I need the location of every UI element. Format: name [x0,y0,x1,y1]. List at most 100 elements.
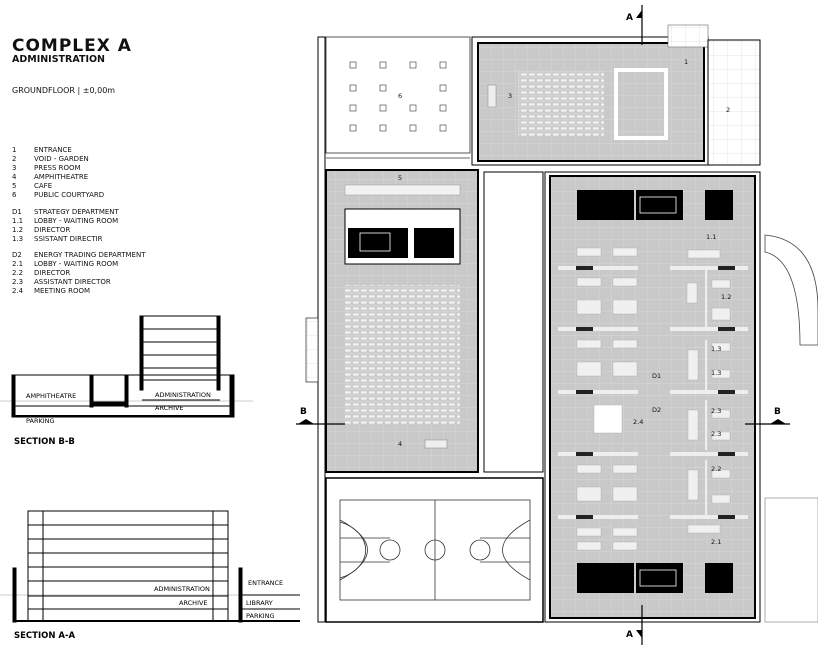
legend-label: SSISTANT DIRECTIR [34,235,103,243]
drawing-subtitle: ADMINISTRATION [12,54,106,65]
legend-item: 1.2 DIRECTOR [12,226,119,235]
section-mark-label: A [626,13,633,23]
section-mark-label: B [774,407,781,417]
room-label-2-3b: 2.3 [711,430,721,438]
floor-plan [305,24,818,623]
legend-key: 1.1 [12,217,24,225]
section-aa-title: SECTION A-A [14,631,76,641]
legend-item: 2.2 DIRECTOR [12,269,146,278]
amphitheatre-seating [345,285,460,425]
legend-key: 6 [12,191,17,199]
legend-key: D1 [12,208,22,216]
legend-item: 5 CAFE [12,182,104,191]
legend-general: 1 ENTRANCE 2 VOID - GARDEN 3 PRESS ROOM 4 AM… [12,146,104,200]
legend-key: 1 [12,146,17,154]
section-aa-label-parking: PARKING [246,612,275,620]
legend-label: LOBBY - WAITING ROOM [34,260,119,268]
section-bb-title: SECTION B-B [14,437,75,447]
room-label-void: 2 [726,106,730,114]
room-label-press: 3 [508,92,512,100]
room-label-2-3a: 2.3 [711,407,721,415]
press-room-seating [518,70,604,136]
entrance-steps [667,24,709,48]
section-marker-a-top: A [626,5,643,45]
room-labels: 1 2 3 4 5 6 D1 D2 1.1 1.2 1.3 1.3 2.3 2.… [398,58,731,546]
room-label-1-1: 1.1 [706,233,716,241]
desks [576,247,731,551]
kitchen-core [348,228,408,258]
side-stair [305,317,319,383]
room-label-1-3a: 1.3 [711,345,721,353]
void-garden [707,39,761,166]
section-bb-label-administration: ADMINISTRATION [155,391,211,399]
legend-key: 3 [12,164,17,172]
legend-label: CAFE [34,182,53,190]
section-marker-a-bottom: A [626,605,643,645]
exterior-ramp [764,497,818,623]
courtyard-tables [349,61,447,132]
legend-item: 2.1 LOBBY - WAITING ROOM [12,260,146,269]
cafe-counter [344,184,461,196]
section-mark-label: A [626,630,633,640]
administration-block [549,175,756,619]
room-label-courtyard: 6 [398,92,402,100]
cores-top [577,190,733,220]
legend-key: 2.4 [12,287,24,295]
legend-key: 5 [12,182,17,190]
legend-item: 1 ENTRANCE [12,146,104,155]
legend-label: ENERGY TRADING DEPARTMENT [34,251,146,259]
room-label-amphitheatre: 4 [398,440,402,448]
legend-label: DIRECTOR [34,226,71,234]
section-bb-label-parking: PARKING [26,417,55,425]
curved-ramp [764,234,818,346]
legend-item: 1.3 SSISTANT DIRECTIR [12,235,119,244]
room-label-entrance: 1 [684,58,688,66]
legend-item: 2.3 ASSISTANT DIRECTOR [12,278,146,287]
room-label-2-1: 2.1 [711,538,721,546]
void-strip [483,171,544,473]
room-label-d1: D1 [652,372,661,380]
room-label-2-4: 2.4 [633,418,643,426]
section-marker-b-right: B [745,407,790,425]
section-b-b [0,315,253,418]
legend-key: 4 [12,173,17,181]
section-aa-label-library: LIBRARY [246,599,273,607]
section-aa-label-entrance: ENTRANCE [248,579,283,587]
public-courtyard [325,36,471,154]
legend-key: 2 [12,155,17,163]
legend-key: 2.1 [12,260,24,268]
legend-item: 2 VOID - GARDEN [12,155,104,164]
floor-level: GROUNDFLOOR | ±0,00m [12,86,116,95]
section-bb-label-amphitheatre: AMPHITHEATRE [26,392,76,400]
room-label-1-2: 1.2 [721,293,731,301]
legend-key: 1.2 [12,226,24,234]
legend-key: 2.2 [12,269,24,277]
legend-label: AMPHITHEATRE [34,173,89,181]
legend-label: ENTRANCE [34,146,72,154]
legend-d2: D2 ENERGY TRADING DEPARTMENT 2.1 LOBBY - W… [12,251,146,296]
legend-label: ASSISTANT DIRECTOR [34,278,111,286]
basketball-court-area [325,477,544,623]
basketball-court [339,499,531,601]
cores-bottom [577,563,733,593]
legend-key: 2.3 [12,278,24,286]
section-aa-label-archive: ARCHIVE [179,599,208,607]
legend-item: D2 ENERGY TRADING DEPARTMENT [12,251,146,260]
legend-label: VOID - GARDEN [34,155,89,163]
partitions [558,266,748,519]
legend-key: 1.3 [12,235,24,243]
room-label-2-2: 2.2 [711,465,721,473]
legend-label: DIRECTOR [34,269,71,277]
partition-doors [576,266,735,519]
section-mark-label: B [300,407,307,417]
legend-label: PRESS ROOM [34,164,81,172]
legend-label: MEETING ROOM [34,287,91,295]
legend-item: 3 PRESS ROOM [12,164,104,173]
room-label-cafe: 5 [398,174,402,182]
legend-key: D2 [12,251,22,259]
